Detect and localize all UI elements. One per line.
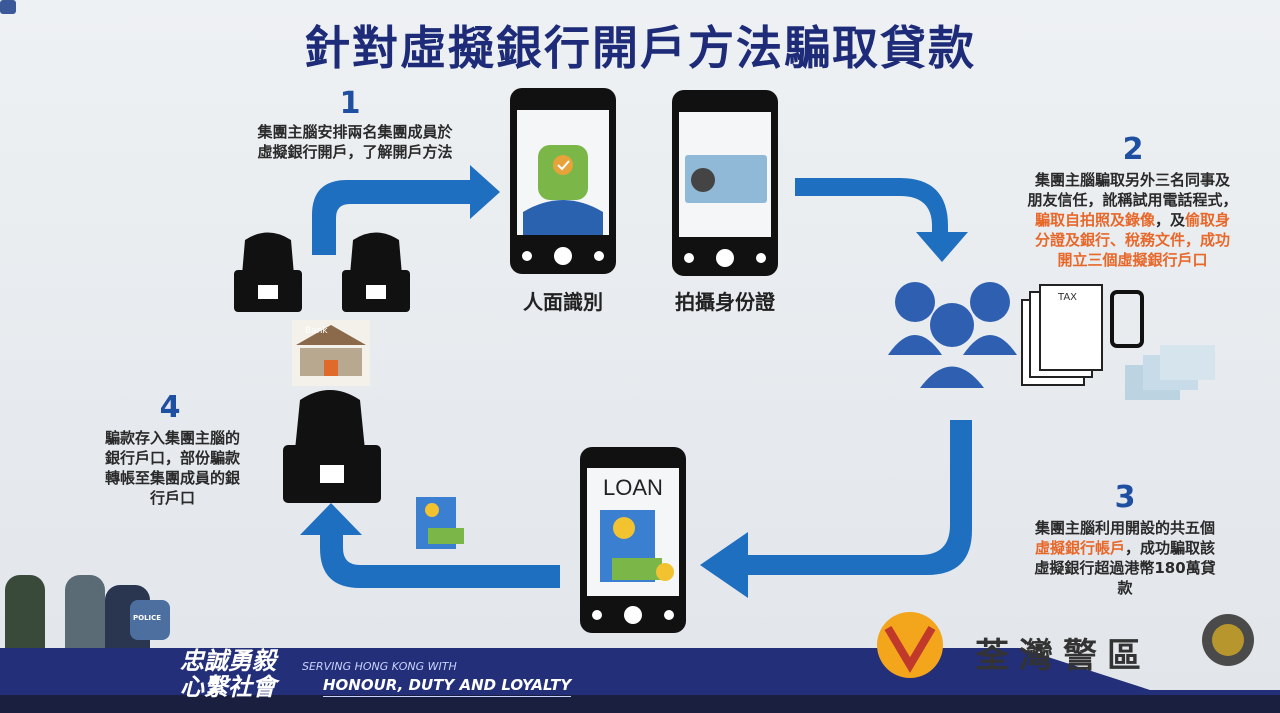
page-title: 針對虛擬銀行開戶方法騙取貸款 bbox=[304, 21, 976, 75]
step-2-text: 集團主腦騙取另外三名同事及 朋友信任，訛稱試用電話程式， 騙取自拍照及錄像，及偷… bbox=[990, 170, 1275, 270]
step-4-line: 行戶口 bbox=[149, 489, 195, 507]
step-1-line: 虛擬銀行開戶，了解開戶方法 bbox=[257, 143, 453, 161]
step-3-text-part: ，成功騙取該 bbox=[1125, 539, 1216, 557]
phone-loan-icon bbox=[580, 447, 686, 633]
step-2-line: 騙取自拍照及錄像，及偷取身 bbox=[990, 210, 1275, 230]
step-4-number: 4 bbox=[159, 390, 181, 425]
step-3-highlight: 虛擬銀行帳戶 bbox=[1034, 539, 1125, 557]
step-2-highlight: 偷取身 bbox=[1185, 211, 1231, 229]
loan-label: LOAN bbox=[603, 475, 663, 500]
step-1-line: 集團主腦安排兩名集團成員於 bbox=[257, 123, 453, 141]
slogan-english-1: SERVING HONG KONG WITH bbox=[302, 660, 457, 673]
step-2-highlight: 開立三個虛擬銀行戶口 bbox=[1057, 251, 1208, 269]
step-3-line: 集團主腦利用開設的共五個 bbox=[1034, 519, 1215, 537]
step-2-highlight: 騙取自拍照及錄像 bbox=[1034, 211, 1155, 229]
tax-documents-icon bbox=[1021, 284, 1103, 386]
bank-sign: Bank bbox=[305, 326, 328, 336]
money-document-icon bbox=[416, 497, 464, 549]
police-badge-logo bbox=[1202, 614, 1254, 666]
slogan-line: 忠誠勇毅 bbox=[180, 647, 276, 675]
step-2-line: 朋友信任，訛稱試用電話程式， bbox=[1027, 191, 1238, 209]
district-logo bbox=[877, 612, 943, 678]
arrow-step4 bbox=[300, 503, 560, 588]
step-2-number: 2 bbox=[1122, 132, 1144, 167]
bank-icon bbox=[292, 320, 370, 386]
step-1-number: 1 bbox=[339, 86, 361, 121]
step-3-text: 集團主腦利用開設的共五個 虛擬銀行帳戶，成功騙取該 虛擬銀行超過港幣180萬貸 … bbox=[1000, 518, 1250, 598]
slogan-english-2: HONOUR, DUTY AND LOYALTY bbox=[323, 676, 572, 697]
step-4-text: 騙款存入集團主腦的 銀行戶口，部份騙款 轉帳至集團成員的銀 行戶口 bbox=[75, 428, 270, 508]
district-name: 荃灣警區 bbox=[975, 636, 1151, 676]
phone-face-recognition-icon bbox=[510, 88, 616, 274]
smartphone-icon bbox=[1110, 290, 1144, 348]
face-recognition-label: 人面識別 bbox=[523, 290, 603, 314]
phone-id-card-icon bbox=[672, 90, 778, 276]
tax-label: TAX bbox=[1058, 292, 1078, 303]
slogan-line: 心繫社會 bbox=[180, 673, 276, 701]
id-cards-icon bbox=[1125, 345, 1215, 400]
step-4-line: 騙款存入集團主腦的 bbox=[104, 429, 240, 447]
step-3-line: 虛擬銀行帳戶，成功騙取該 bbox=[1000, 538, 1250, 558]
id-photo-label: 拍攝身份證 bbox=[675, 290, 775, 314]
arrow-step2 bbox=[795, 178, 968, 262]
victims-group-icon bbox=[888, 282, 1017, 388]
police-shield-text: POLICE bbox=[133, 614, 162, 622]
step-2-text-part: ，及 bbox=[1154, 211, 1185, 229]
step-3-line: 虛擬銀行超過港幣180萬貸 bbox=[1034, 559, 1216, 577]
step-2-line: 集團主腦騙取另外三名同事及 bbox=[1034, 171, 1230, 189]
step-3-number: 3 bbox=[1114, 480, 1136, 515]
step-2-highlight: 分證及銀行、稅務文件，成功 bbox=[1034, 231, 1230, 249]
arrow-step3 bbox=[700, 420, 972, 598]
step-1-text: 集團主腦安排兩名集團成員於 虛擬銀行開戶，了解開戶方法 bbox=[210, 122, 500, 162]
step-4-line: 銀行戶口，部份騙款 bbox=[104, 449, 240, 467]
arrow-step1 bbox=[312, 165, 500, 255]
step-3-line: 款 bbox=[1117, 579, 1133, 597]
facebook-icon bbox=[0, 0, 16, 14]
step-4-line: 轉帳至集團成員的銀 bbox=[104, 469, 240, 487]
slogan-chinese: 忠誠勇毅 心繫社會 bbox=[180, 648, 276, 700]
